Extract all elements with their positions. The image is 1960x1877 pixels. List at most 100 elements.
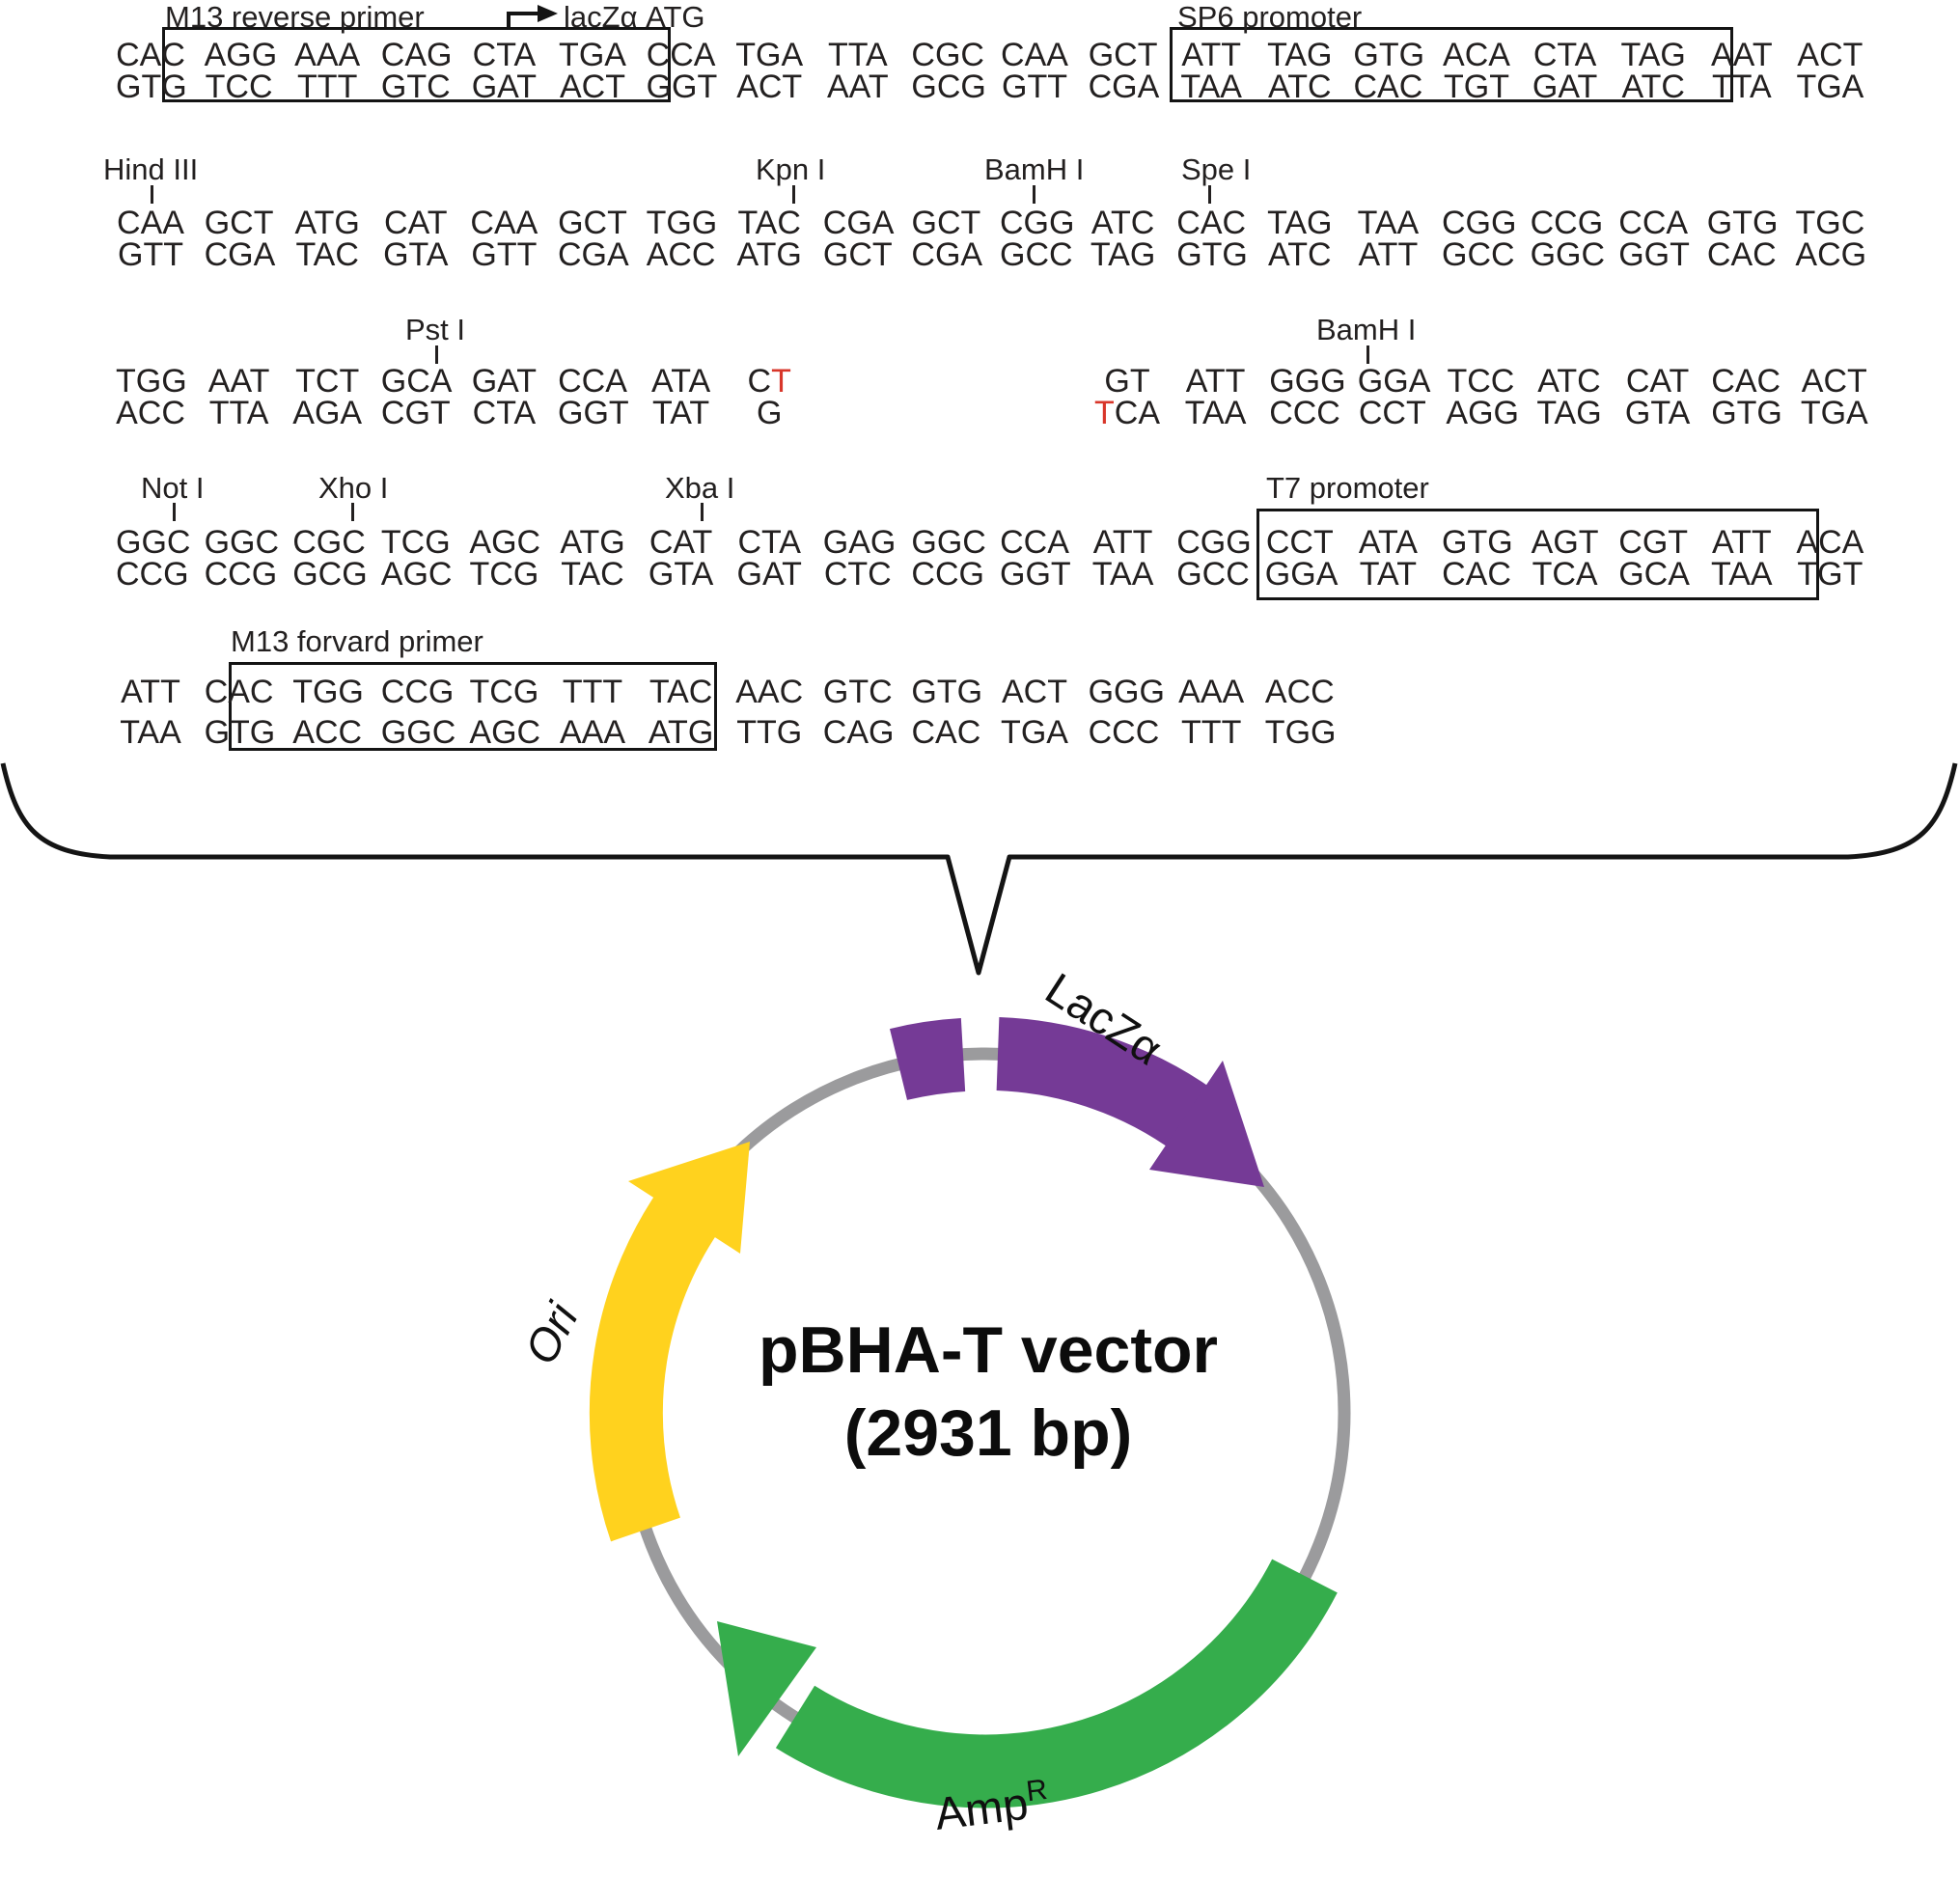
codon: CGA [911, 236, 983, 273]
codon: TAG [1620, 37, 1686, 73]
cut-site-tick [151, 185, 153, 204]
feature-label: SP6 promoter [1177, 0, 1363, 34]
codon: CTC [823, 556, 892, 593]
feature-label: Kpn I [756, 152, 826, 186]
cut-site-tick [435, 345, 438, 364]
codon: GGC [204, 524, 280, 561]
codon: CGC [911, 37, 984, 73]
codon: CAC [1353, 69, 1423, 105]
codon: CGG [1442, 205, 1517, 241]
codon: CAG [822, 714, 895, 751]
codon: TAG [1267, 205, 1333, 241]
codon: AGA [292, 395, 363, 431]
codon: GTC [380, 69, 451, 105]
codon: GGT [558, 395, 629, 431]
codon: GCC [1000, 236, 1073, 273]
codon: GGA [1357, 363, 1431, 400]
codon: CCG [204, 556, 278, 593]
vector-size: (2931 bp) [843, 1396, 1133, 1470]
codon: AAA [559, 714, 626, 751]
transcription-start-arrow-icon [507, 5, 558, 30]
codon: ATG [560, 524, 625, 561]
feature-label: M13 reverse primer [165, 0, 425, 34]
codon: CAA [1001, 37, 1068, 73]
transcription-start-arrow-head [538, 5, 558, 22]
codon: AAT [826, 69, 889, 105]
codon: GGC [911, 524, 986, 561]
codon: TTT [562, 674, 623, 710]
codon: GTG [1176, 236, 1248, 273]
codon: GTG [1706, 205, 1779, 241]
codon: ATG [736, 236, 802, 273]
codon: TGA [735, 37, 804, 73]
codon: AAT [1710, 37, 1773, 73]
codon: ATA [1358, 524, 1418, 561]
cut-site-tick [1366, 345, 1369, 364]
feature-label: Not I [141, 471, 205, 505]
codon: GAT [1532, 69, 1598, 105]
codon: CGG [1176, 524, 1252, 561]
codon: GGA [1264, 556, 1339, 593]
codon: TCG [380, 524, 451, 561]
codon: CCT [1265, 524, 1334, 561]
amp-arrow-body [775, 1559, 1338, 1808]
codon: TAA [1710, 556, 1773, 593]
codon: TGT [1444, 69, 1509, 105]
codon: AGT [1531, 524, 1599, 561]
codon: GTC [822, 674, 893, 710]
codon: TCG [469, 674, 539, 710]
codon: CT [747, 363, 791, 400]
codon: CGT [1618, 524, 1689, 561]
codon: CAC [1176, 205, 1247, 241]
codon: GTT [1002, 69, 1067, 105]
feature-label: lacZα ATG [564, 0, 705, 34]
codon: GT [1104, 363, 1150, 400]
codon: ACA [1443, 37, 1510, 73]
codon: GCG [292, 556, 368, 593]
codon: ATT [1358, 236, 1419, 273]
codon: GCA [1618, 556, 1690, 593]
codon: ATC [1268, 236, 1332, 273]
codon: TCC [1447, 363, 1515, 400]
lacz-segment-small [889, 1018, 966, 1101]
feature-box [162, 27, 671, 102]
cut-site-tick [701, 503, 704, 521]
codon: TAC [561, 556, 624, 593]
codon: CCG [911, 556, 984, 593]
codon: GGC [1530, 236, 1606, 273]
codon: GTG [116, 69, 187, 105]
feature-label: BamH I [984, 152, 1085, 186]
codon: AAA [1178, 674, 1245, 710]
codon: AGC [469, 524, 541, 561]
transcription-start-arrow-line [507, 12, 540, 30]
codon: GTG [1442, 524, 1513, 561]
codon: TGC [1795, 205, 1865, 241]
codon: CAC [911, 714, 981, 751]
codon: ATC [1090, 205, 1155, 241]
codon: ATT [1092, 524, 1153, 561]
cut-site-tick [1208, 185, 1211, 204]
codon: CCC [1088, 714, 1160, 751]
cut-site-tick [173, 503, 176, 521]
codon: GGC [380, 714, 456, 751]
vector-title-block: pBHA-T vector (2931 bp) [759, 1309, 1218, 1475]
codon: CGA [558, 236, 629, 273]
codon: CGA [204, 236, 276, 273]
codon: TAT [1359, 556, 1417, 593]
codon: AGG [204, 37, 278, 73]
codon: TAC [737, 205, 801, 241]
cut-site-tick [351, 503, 354, 521]
lacz-arrow-body [996, 1017, 1229, 1160]
codon: GCT [558, 205, 627, 241]
codon: ATC [1537, 363, 1601, 400]
codon: GCT [1088, 37, 1158, 73]
codon: CTA [472, 37, 537, 73]
lacz-arrow-head [1149, 1061, 1264, 1187]
vector-name: pBHA-T vector [758, 1313, 1219, 1387]
codon: TTA [1711, 69, 1772, 105]
codon: CCG [380, 674, 455, 710]
codon: GAT [471, 69, 538, 105]
codon: ATT [121, 674, 180, 710]
codon: TAG [1536, 395, 1602, 431]
codon: ACT [1797, 37, 1863, 73]
